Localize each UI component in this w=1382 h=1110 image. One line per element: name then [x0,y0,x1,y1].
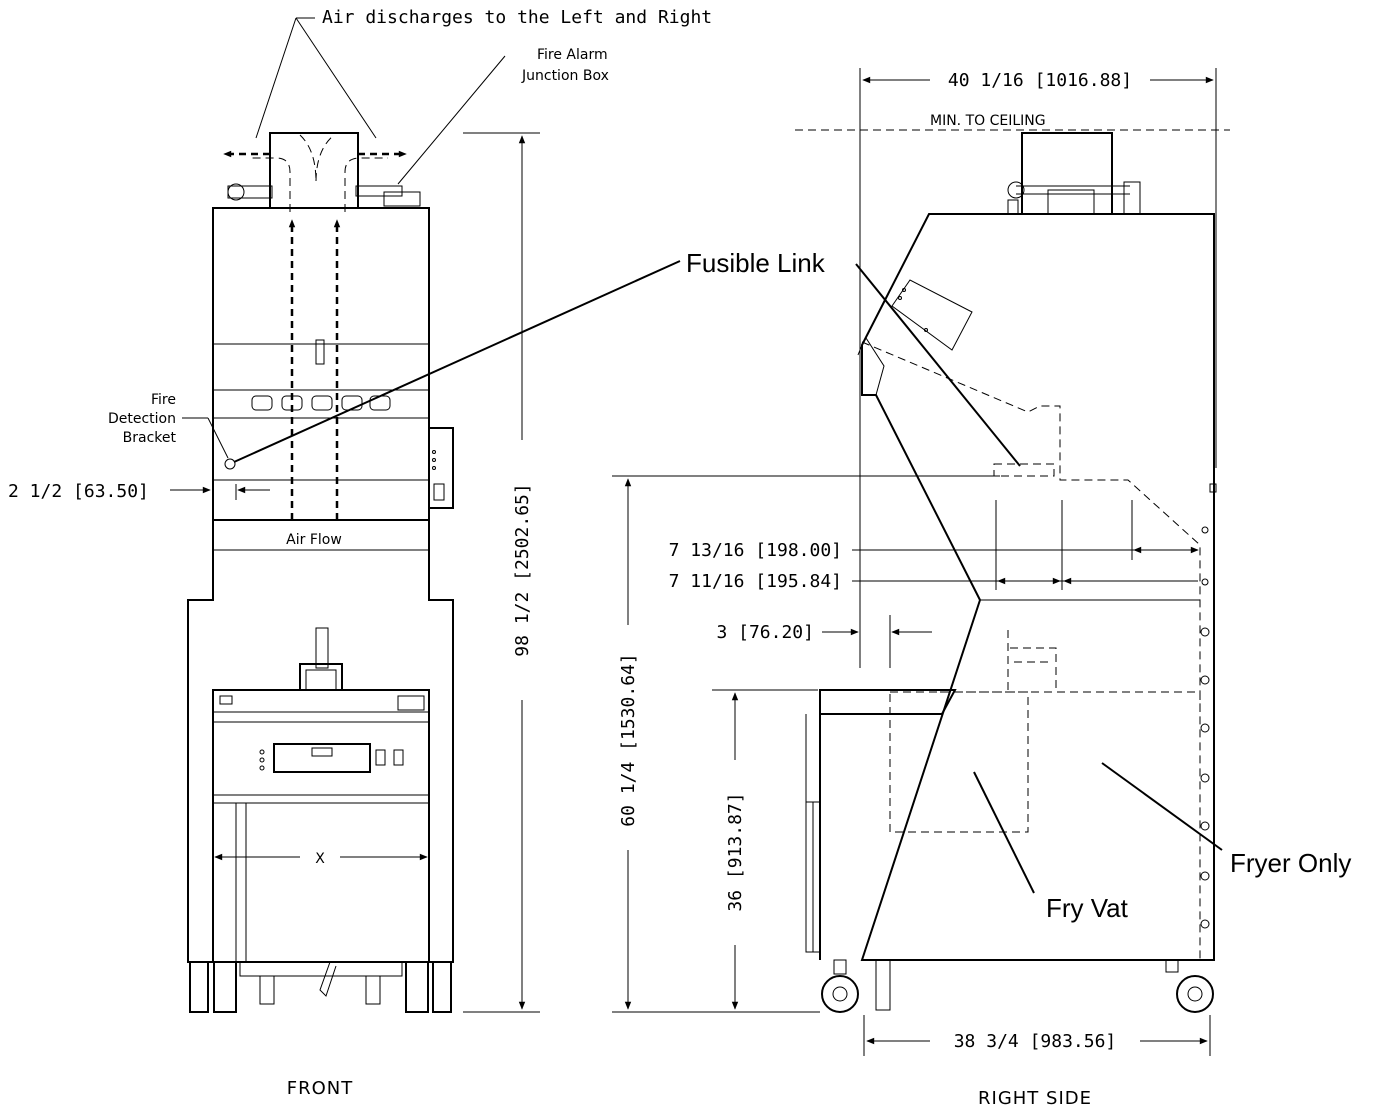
fryer-only-label: Fryer Only [1230,848,1351,878]
side-casters [821,959,1214,1013]
dim-3-label: 3 [76.20] [716,622,814,643]
side-edge-bolts [1200,526,1210,929]
junction-box-label: Junction Box [521,68,609,84]
fire-detection-label-3: Bracket [123,430,177,446]
fire-detection-label-1: Fire [151,392,176,408]
front-view-label: FRONT [287,1078,354,1099]
min-to-ceiling-label: MIN. TO CEILING [930,113,1046,129]
fire-detection-label-2: Detection [108,411,176,427]
dim-60-25-label: 60 1/4 [1530.64] [618,653,639,826]
fry-vat-label: Fry Vat [1046,893,1129,923]
dim-40-label: 40 1/16 [1016.88] [948,70,1132,91]
air-flow-label: Air Flow [286,532,342,548]
dim-38-75-label: 38 3/4 [983.56] [954,1031,1117,1052]
side-view [805,132,1217,1013]
air-discharge-label: Air discharges to the Left and Right [322,7,712,28]
side-dimension-lines [612,68,1230,1056]
front-view [187,132,454,1013]
fire-alarm-label: Fire Alarm [537,47,608,63]
drawing-labels: Air discharges to the Left and Right Fir… [8,7,1351,1109]
right-side-view-label: RIGHT SIDE [978,1088,1092,1109]
filter-row [251,395,391,411]
dim-98-5-label: 98 1/2 [2502.65] [512,483,533,656]
x-dimension-label: X [315,851,325,867]
dim-7-13-16-label: 7 13/16 [198.00] [669,540,842,561]
front-casters [189,961,452,1013]
dim-2-5-label: 2 1/2 [63.50] [8,481,149,502]
front-dimension-lines [170,17,681,1013]
dim-7-11-16-label: 7 11/16 [195.84] [669,571,842,592]
dim-36-label: 36 [913.87] [725,792,746,911]
fusible-link-label: Fusible Link [686,248,826,278]
